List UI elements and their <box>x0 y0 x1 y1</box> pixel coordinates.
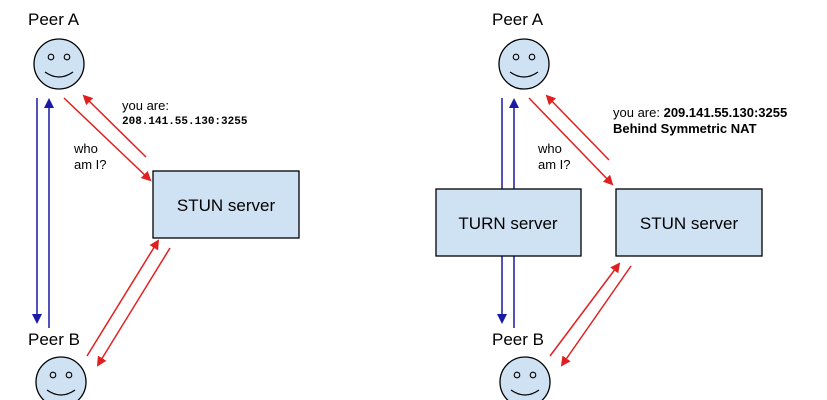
left-red-arrow-b-response <box>96 247 171 367</box>
right-turn-server-box: TURN server <box>435 188 582 257</box>
right-nat-note: Behind Symmetric NAT <box>613 121 757 136</box>
left-peer-a-label: Peer A <box>28 10 80 29</box>
left-peer-b-smiley-face-icon <box>35 356 87 400</box>
right-turn-server-label: TURN server <box>458 214 558 233</box>
left-diagram: Peer A Peer B STUN server y <box>28 10 300 400</box>
right-who-line1: who <box>537 141 562 156</box>
right-stun-server-label: STUN server <box>640 214 739 233</box>
right-red-arrow-request <box>528 97 614 186</box>
right-who-line2: am I? <box>538 157 571 172</box>
left-you-are-label: you are: <box>122 98 169 113</box>
left-red-arrow-b-request <box>86 239 160 357</box>
right-stun-server-box: STUN server <box>615 188 763 257</box>
right-you-are-value: 209.141.55.130:3255 <box>664 105 788 120</box>
right-you-are-line: you are: 209.141.55.130:3255 <box>613 105 787 120</box>
right-red-arrow-b-request <box>549 262 621 357</box>
left-stun-server-box: STUN server <box>152 170 300 239</box>
right-peer-b-label: Peer B <box>492 330 544 349</box>
right-peer-a-smiley-face-icon <box>498 38 550 90</box>
right-diagram: Peer A Peer B TURN server STUN server <box>435 10 787 400</box>
right-peer-a-label: Peer A <box>492 10 544 29</box>
right-you-are-label: you are: <box>613 105 664 120</box>
left-peer-a-smiley-face-icon <box>33 38 85 90</box>
right-peer-b-smiley-face-icon <box>499 356 551 400</box>
left-peer-b-label: Peer B <box>28 330 80 349</box>
right-red-arrow-response <box>545 94 610 161</box>
left-you-are-value: 208.141.55.130:3255 <box>122 116 248 128</box>
left-red-arrow-response <box>82 94 147 158</box>
left-who-line2: am I? <box>74 157 107 172</box>
left-red-arrow-request <box>63 97 152 182</box>
right-red-arrow-b-response <box>560 265 632 367</box>
left-who-line1: who <box>73 141 98 156</box>
left-stun-server-label: STUN server <box>177 196 276 215</box>
